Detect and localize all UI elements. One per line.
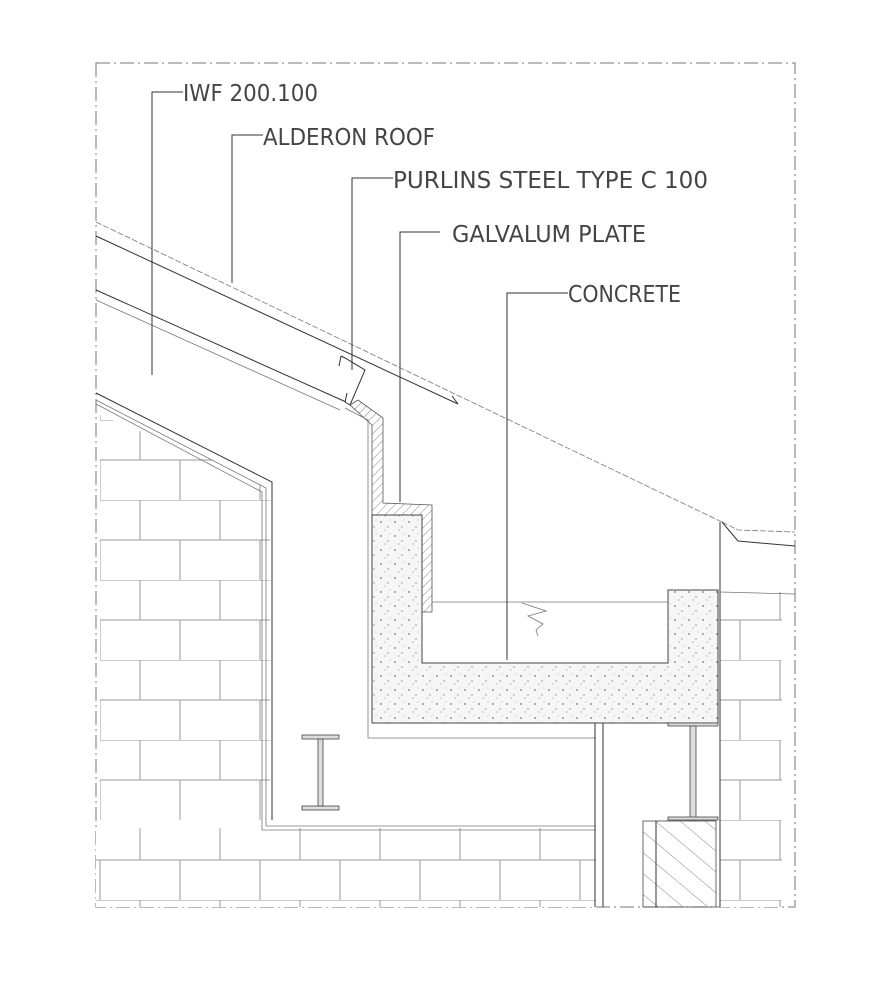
label-alderon-roof: ALDERON ROOF <box>263 125 435 151</box>
column-beam <box>667 722 719 821</box>
label-galvalum-plate: GALVALUM PLATE <box>452 222 646 248</box>
hatched-post <box>642 820 717 908</box>
drawing-border <box>95 62 796 908</box>
water-symbol <box>521 602 548 637</box>
label-purlins: PURLINS STEEL TYPE C 100 <box>393 168 708 194</box>
right-brick-wall <box>720 592 782 907</box>
left-brick-wall <box>100 415 270 820</box>
alderon-roof <box>95 221 796 547</box>
iwf-beam-section <box>301 734 340 811</box>
galvalum-plate <box>349 399 433 613</box>
rafter-lines <box>95 289 796 907</box>
purlin-c-section <box>338 355 366 406</box>
label-concrete: CONCRETE <box>568 282 681 308</box>
concrete-gutter <box>371 514 719 724</box>
bottom-brick-wall <box>96 828 596 907</box>
label-iwf: IWF 200.100 <box>183 81 318 107</box>
leader-lines <box>151 91 568 660</box>
